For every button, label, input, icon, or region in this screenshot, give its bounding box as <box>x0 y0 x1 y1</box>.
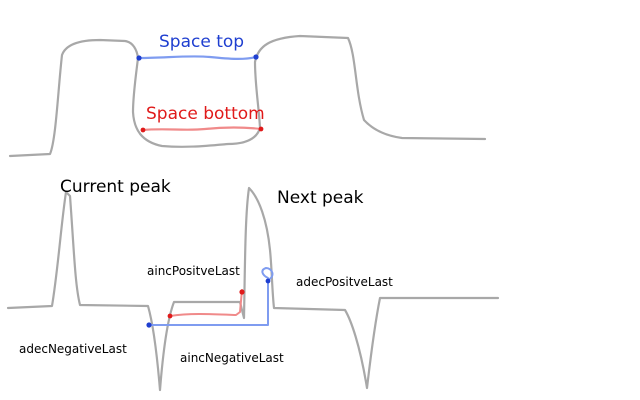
next-peak-label: Next peak <box>277 188 364 208</box>
space-top-label: Space top <box>159 32 245 52</box>
adec-positive-last-label: adecPositveLast <box>296 275 393 289</box>
adec-negative-dot <box>146 322 152 328</box>
ainc-negative-last-label: aincNegativeLast <box>180 351 284 365</box>
adec-positive-dot <box>265 278 271 284</box>
current-peak-label: Current peak <box>60 177 171 197</box>
space-top-marker <box>137 55 258 60</box>
space-bottom-end-dot <box>258 126 264 132</box>
ainc-negative-marker <box>169 289 243 317</box>
space-bottom-label: Space bottom <box>146 104 265 124</box>
space-top-start-dot <box>136 55 142 61</box>
adec-negative-last-label: adecNegativeLast <box>19 342 127 356</box>
space-bottom-marker <box>141 126 263 132</box>
adec-positive-marker <box>148 267 274 326</box>
ainc-positive-last-label: aincPositveLast <box>147 264 240 278</box>
top-signal-trace <box>8 34 487 158</box>
space-top-end-dot <box>253 54 259 60</box>
ainc-positive-dot <box>239 289 245 295</box>
space-bottom-start-dot <box>140 127 146 133</box>
ainc-negative-dot <box>167 313 173 319</box>
